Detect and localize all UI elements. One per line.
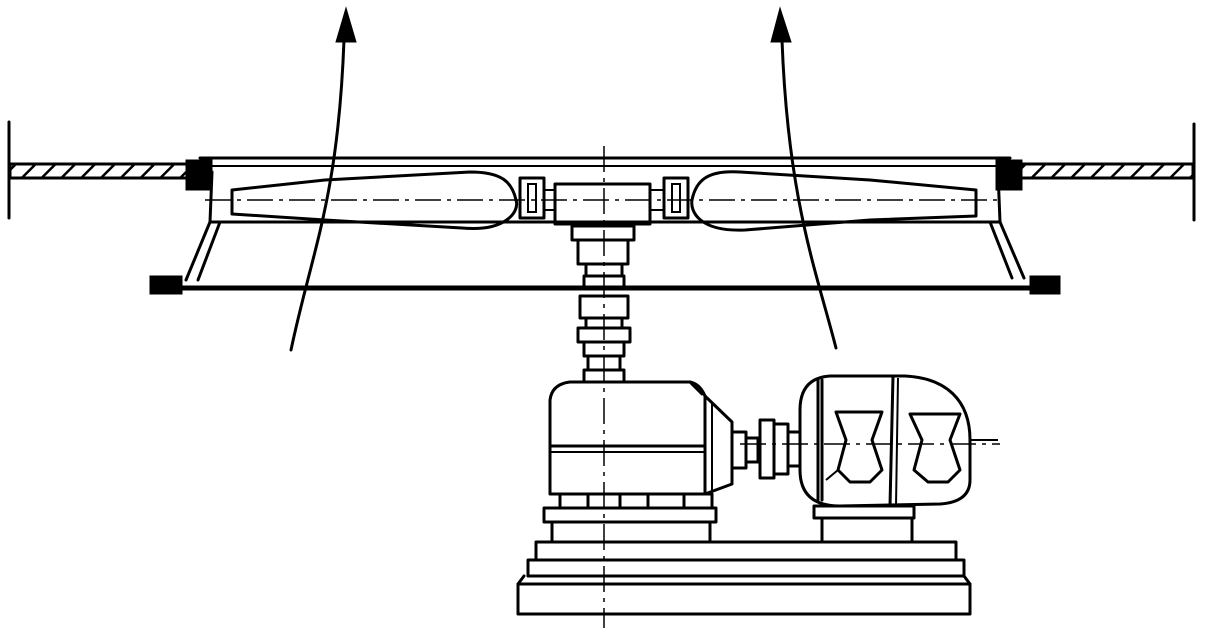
- horizontal-centerline: [205, 199, 1000, 445]
- ceiling-slab: [7, 120, 1196, 222]
- shaft-coupling: [730, 418, 802, 480]
- gear-reducer: [548, 380, 734, 510]
- fan-hub: [518, 176, 690, 226]
- electric-motor: [798, 374, 998, 544]
- airflow-arrow-right: [770, 6, 838, 350]
- drive-shaft: [570, 224, 636, 384]
- base-frame: [516, 506, 972, 616]
- airflow-arrow-left: [289, 6, 357, 352]
